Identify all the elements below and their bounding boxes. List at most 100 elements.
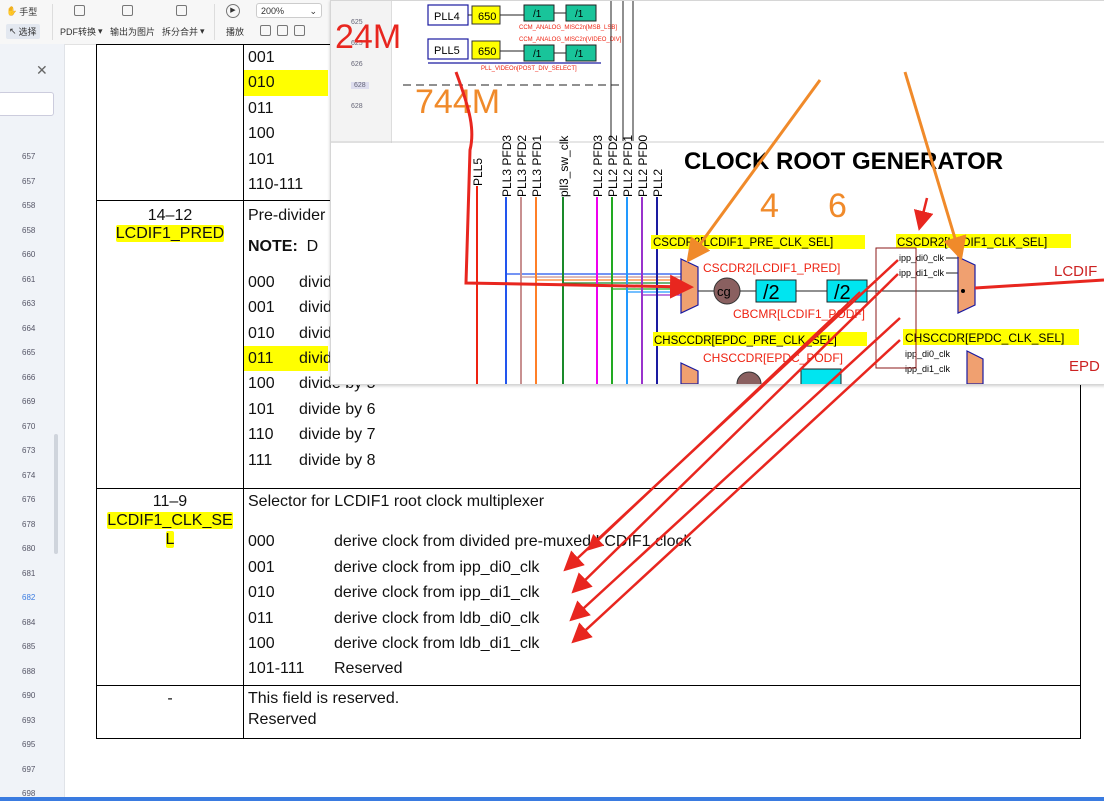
value-row: 001	[244, 45, 1080, 70]
page-number[interactable]: 678	[22, 519, 36, 529]
table-row: 11–9 LCDIF1_CLK_SE L Selector for LCDIF1…	[96, 488, 1081, 686]
fit-page-icon[interactable]	[260, 25, 271, 36]
value-text: divid	[299, 349, 332, 367]
thumbnail-page-number[interactable]: 628	[351, 82, 369, 89]
bits-range: 11–9	[152, 493, 188, 510]
page-number[interactable]: 688	[22, 666, 36, 676]
chevron-down-icon: ▾	[98, 26, 103, 36]
select-tool-button[interactable]: ↖选择	[6, 24, 40, 39]
note: NOTE: D	[248, 238, 319, 256]
clk-sel-label: CSCDR2[LCDIF1_CLK_SEL]	[897, 237, 1047, 249]
page-number[interactable]: 673	[22, 446, 36, 455]
page-number[interactable]: 670	[22, 421, 36, 431]
clock-root-diagram: PLL4 650 /1 /1 CCM_ANALOG_MISC2n[MSB_LSB…	[331, 1, 1104, 384]
page-number[interactable]: 658	[22, 225, 36, 235]
value-text: Reserved	[334, 660, 403, 678]
horizontal-scrollbar[interactable]	[0, 797, 1104, 801]
page-number[interactable]: 693	[22, 715, 36, 725]
page-number[interactable]: 657	[22, 176, 36, 186]
ipp-di0-label: ipp_di0_clk	[899, 253, 945, 263]
split-merge-icon-slot	[162, 5, 187, 16]
ipp-di1-label: ipp_di1_clk	[905, 364, 951, 374]
chevron-down-icon: ⌄	[309, 6, 317, 16]
split-merge-button[interactable]: 拆分合并▾	[162, 26, 205, 37]
clock-source-label: PLL2	[651, 169, 665, 197]
close-icon[interactable]: ✕	[36, 62, 48, 78]
value-code: 011	[248, 349, 274, 367]
page-number[interactable]: 681	[22, 568, 36, 578]
page-number[interactable]: 657	[22, 152, 36, 161]
misc-label: CCM_ANALOG_MISC2n[MSB_LSB]	[519, 25, 617, 31]
pll4-value: 650	[478, 11, 496, 23]
value-code: 101	[248, 150, 275, 168]
cg-gate: cg	[717, 284, 731, 299]
fit-width-icon[interactable]	[277, 25, 288, 36]
value-row: 001 derive clock from ipp_di0_clk	[244, 555, 1080, 580]
page-number[interactable]: 690	[22, 691, 36, 700]
value-row: 110-111	[244, 172, 1080, 197]
value-code: 110	[248, 426, 274, 444]
value-text: derive clock from ldb_di1_clk	[334, 634, 540, 652]
page-number[interactable]: 685	[22, 642, 36, 651]
page-number[interactable]: 669	[22, 397, 36, 406]
page-number[interactable]: 666	[22, 372, 36, 382]
bits-cell: 14–12 LCDIF1_PRED	[96, 200, 244, 489]
epdc-pre-label: CHSCCDR[EPDC_PRE_CLK_SEL]	[654, 335, 837, 347]
ipp-di0-label: ipp_di0_clk	[905, 349, 951, 359]
clock-source-label: PLL3 PFD3	[500, 135, 514, 197]
single-page-icon[interactable]	[294, 25, 305, 36]
page-number[interactable]: 674	[22, 470, 36, 480]
clock-diagram-screenshot: 625 625 626 628 628 PLL4 650 /1 /1 CCM_ANALO…	[330, 0, 1104, 385]
value-code: 001	[248, 558, 275, 576]
pdf-convert-button[interactable]: PDF转换▾	[60, 26, 103, 37]
value-code: 001	[248, 299, 275, 317]
value-text: derive clock from ipp_di0_clk	[334, 558, 540, 576]
page-number[interactable]: 664	[22, 323, 36, 333]
split-merge-icon	[176, 5, 187, 16]
video-label: PLL_VIDEOn[POST_DIV_SELECT]	[481, 66, 577, 72]
thumbnail-page-number[interactable]: 625	[351, 19, 363, 26]
table-row: - This field is reserved. Reserved	[96, 685, 1081, 739]
zoom-select[interactable]: 200%⌄	[256, 3, 322, 18]
value-text: divide by 7	[299, 426, 376, 444]
thumbnail-page-number[interactable]: 626	[351, 61, 363, 68]
value-code: 000	[248, 273, 275, 291]
hand-tool-button[interactable]: ✋手型	[6, 6, 38, 17]
page-number[interactable]: 663	[22, 299, 36, 308]
play-button[interactable]: 播放	[226, 27, 245, 37]
page-number[interactable]: 660	[22, 250, 36, 259]
clk-sel-mux	[957, 256, 976, 314]
field-name-cont: L	[165, 531, 175, 548]
value-row: 110 divide by 7	[244, 422, 1080, 447]
page-number[interactable]: 661	[22, 274, 36, 284]
value-text: divid	[299, 299, 332, 317]
page-number[interactable]: 697	[22, 764, 36, 774]
page-number[interactable]: 665	[22, 348, 36, 357]
pre-mux	[680, 258, 699, 314]
misc-label: CCM_ANALOG_MISC2n[VIDEO_DIV]	[519, 37, 622, 43]
page-number[interactable]: 658	[22, 201, 36, 210]
value-text: derive clock from ldb_di0_clk	[334, 609, 540, 627]
page-number[interactable]: 684	[22, 617, 36, 627]
panel-scrollbar[interactable]	[54, 434, 58, 554]
page-number[interactable]: 680	[22, 544, 36, 553]
thumbnail-page-number[interactable]: 628	[351, 103, 363, 110]
pdf-icon	[74, 5, 85, 16]
thumbnail-page-number[interactable]: 625	[351, 40, 363, 47]
page-number[interactable]: 695	[22, 740, 36, 749]
page-number[interactable]: 676	[22, 495, 36, 504]
page-search-input[interactable]	[0, 92, 54, 116]
field-name: LCDIF1_PRED	[115, 225, 225, 242]
chevron-down-icon: ▾	[200, 26, 205, 36]
value-code: 010	[248, 74, 275, 92]
value-code: 000	[248, 533, 275, 551]
page-number[interactable]: 682	[22, 593, 36, 602]
page-number[interactable]: 698	[22, 789, 36, 798]
export-image-button[interactable]: 输出为图片	[110, 27, 156, 37]
